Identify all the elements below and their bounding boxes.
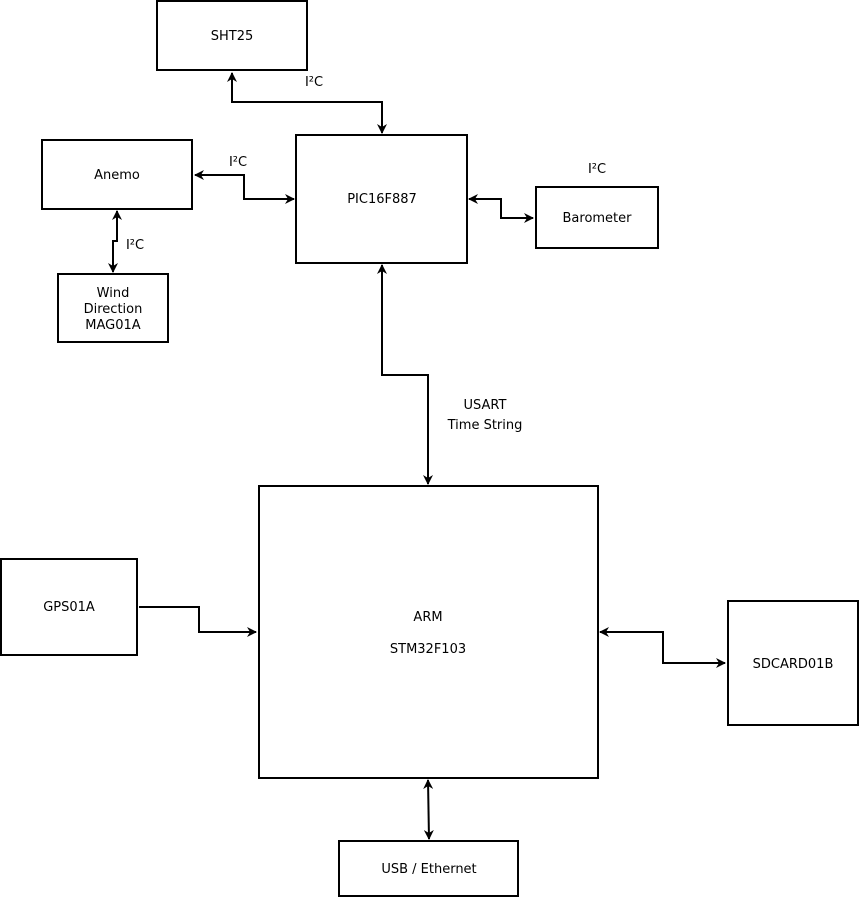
block-wind-line-3: MAG01A [85,318,140,333]
block-arm-line-1: ARM [413,610,442,625]
link-anemo-wind [108,210,122,273]
block-gps: GPS01A [0,558,138,656]
block-wind-direction: Wind Direction MAG01A [57,273,169,343]
link-arm-usb [423,779,434,840]
block-sdcard: SDCARD01B [727,600,859,726]
label-wind-i2c: I²C [126,238,144,253]
label-usart: USART [464,398,507,413]
block-sht25-label: SHT25 [211,29,254,44]
block-wind-line-1: Wind [97,286,130,301]
link-anemo-pic [194,170,295,204]
block-wind-line-2: Direction [84,302,143,317]
link-pic-barometer [468,194,534,223]
label-anemo-i2c: I²C [229,155,247,170]
block-barometer: Barometer [535,186,659,249]
block-usb-ethernet: USB / Ethernet [338,840,519,897]
link-gps-arm [139,606,257,637]
block-gps-label: GPS01A [43,600,95,615]
block-barometer-label: Barometer [563,211,633,226]
block-arm: ARM STM32F103 [258,485,599,779]
link-sht25-pic [227,72,387,134]
label-barometer-i2c: I²C [588,162,606,177]
block-arm-line-2: STM32F103 [390,642,466,657]
block-pic-label: PIC16F887 [347,192,417,207]
block-anemo: Anemo [41,139,193,210]
link-pic-arm [377,264,433,485]
block-sdcard-label: SDCARD01B [753,657,834,672]
label-sht25-i2c: I²C [305,75,323,90]
label-time-string: Time String [447,418,523,433]
block-usb-label: USB / Ethernet [381,862,476,877]
connections [108,72,726,840]
block-sht25: SHT25 [156,0,308,71]
block-anemo-label: Anemo [94,168,140,183]
link-arm-sdcard [599,627,726,668]
block-pic: PIC16F887 [295,134,468,264]
